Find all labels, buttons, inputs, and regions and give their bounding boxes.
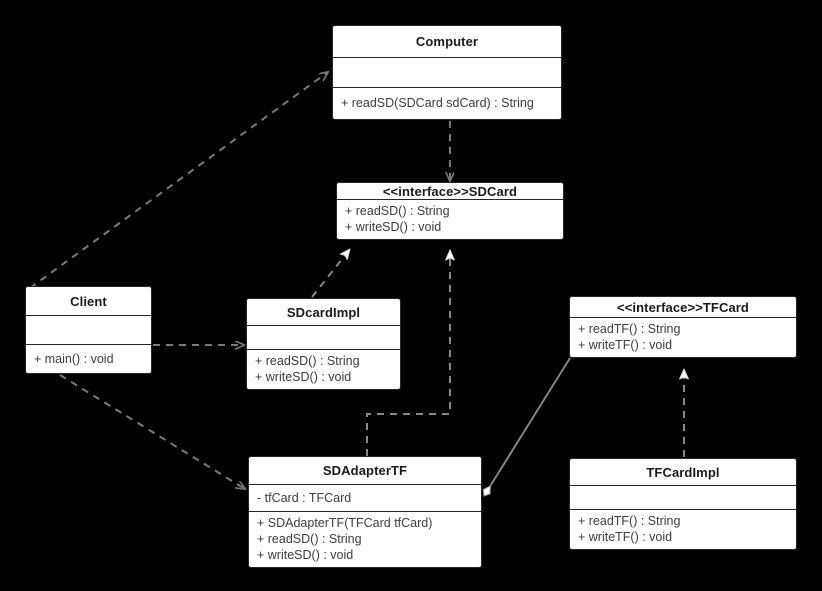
class-box-sdadaptertf[interactable]: SDAdapterTF - tfCard : TFCard + SDAdapte… xyxy=(248,456,482,568)
class-attributes-sdcardimpl xyxy=(247,325,400,349)
class-member: + readSD(SDCard sdCard) : String xyxy=(341,96,534,110)
class-member: + writeSD() : void xyxy=(345,220,442,234)
class-box-sdcard[interactable]: <<interface>>SDCard + readSD() : String … xyxy=(336,182,564,240)
class-methods-sdcard: + readSD() : String + writeSD() : void xyxy=(337,199,563,239)
class-title-tfcardimpl: TFCardImpl xyxy=(646,464,720,480)
class-member: + writeSD() : void xyxy=(257,548,354,562)
class-methods-client: + main() : void xyxy=(26,344,151,373)
class-member: + writeTF() : void xyxy=(578,338,673,352)
class-member: + readSD() : String xyxy=(345,204,450,218)
class-methods-tfcardimpl: + readTF() : String + writeTF() : void xyxy=(570,509,796,549)
class-box-client[interactable]: Client + main() : void xyxy=(25,286,152,374)
class-title-sdadaptertf: SDAdapterTF xyxy=(322,463,408,479)
class-attributes-client xyxy=(26,315,151,344)
class-member: + readSD() : String xyxy=(257,532,362,546)
class-methods-sdcardimpl: + readSD() : String + writeSD() : void xyxy=(247,349,400,389)
class-attributes-computer xyxy=(333,57,561,87)
class-box-sdcardimpl[interactable]: SDcardImpl + readSD() : String + writeSD… xyxy=(246,298,401,390)
class-member: + SDAdapterTF(TFCard tfCard) xyxy=(257,516,433,530)
class-title-sdcard: <<interface>>SDCard xyxy=(382,183,518,199)
edge-client-to-sdadaptertf xyxy=(59,374,245,489)
edge-sdadaptertf-to-tfcard xyxy=(482,357,571,497)
class-box-computer[interactable]: Computer + readSD(SDCard sdCard) : Strin… xyxy=(332,25,562,120)
class-methods-computer: + readSD(SDCard sdCard) : String xyxy=(333,87,561,119)
edge-sdcardimpl-to-sdcard xyxy=(311,248,351,298)
class-member: + main() : void xyxy=(34,351,114,366)
class-title-client: Client xyxy=(70,293,107,309)
class-attributes-sdadaptertf: - tfCard : TFCard xyxy=(249,484,481,511)
class-title-computer: Computer xyxy=(415,34,479,49)
class-methods-sdadaptertf: + SDAdapterTF(TFCard tfCard) + readSD() … xyxy=(249,511,481,567)
class-methods-tfcard: + readTF() : String + writeTF() : void xyxy=(570,317,796,357)
edge-client-to-computer xyxy=(29,72,328,289)
class-member: + readSD() : String xyxy=(255,354,360,368)
class-member: + readTF() : String xyxy=(578,514,681,528)
class-member: + writeSD() : void xyxy=(255,370,352,384)
class-member: + readTF() : String xyxy=(578,322,681,336)
class-member: - tfCard : TFCard xyxy=(257,490,352,505)
class-box-tfcard[interactable]: <<interface>>TFCard + readTF() : String … xyxy=(569,296,797,358)
class-attributes-tfcardimpl xyxy=(570,485,796,509)
class-title-sdcardimpl: SDcardImpl xyxy=(286,304,361,320)
class-title-tfcard: <<interface>>TFCard xyxy=(617,299,749,315)
class-member: + writeTF() : void xyxy=(578,530,673,544)
class-box-tfcardimpl[interactable]: TFCardImpl + readTF() : String + writeTF… xyxy=(569,458,797,550)
